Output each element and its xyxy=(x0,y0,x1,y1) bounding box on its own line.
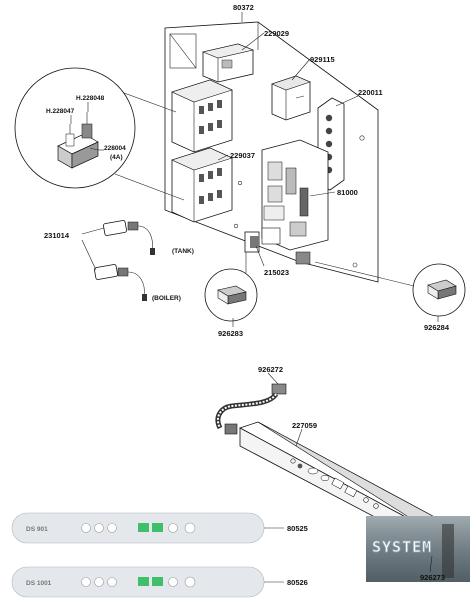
control-panel-ds901: DS 901 xyxy=(11,512,284,544)
label-228004-rating: (4A) xyxy=(110,154,123,161)
label-boiler: (BOILER) xyxy=(152,295,181,302)
probe-boiler xyxy=(81,239,147,301)
label-926273: 926273 xyxy=(420,573,445,582)
label-228004: 228004 xyxy=(104,145,126,152)
label-220011: 220011 xyxy=(358,88,383,97)
label-80525: 80525 xyxy=(287,524,308,533)
contactor-upper xyxy=(171,79,233,153)
label-80526: 80526 xyxy=(287,578,308,587)
label-929115: 929115 xyxy=(310,55,335,64)
ribbon-cable-926272 xyxy=(215,383,287,435)
connector-215023 xyxy=(244,227,311,265)
label-229029: 229029 xyxy=(264,29,289,38)
label-h228047: H.228047 xyxy=(46,108,75,115)
main-board xyxy=(164,21,379,283)
fuse-detail-circle xyxy=(14,67,185,201)
contactor-229037 xyxy=(171,147,233,223)
relay-229029 xyxy=(201,43,255,83)
label-227059: 227059 xyxy=(292,421,317,430)
label-80372: 80372 xyxy=(233,3,254,12)
control-panel-ds1001: DS 1001 xyxy=(11,566,284,598)
part-labels: 80372 229029 929115 220011 229037 81000 … xyxy=(44,3,450,587)
front-panel-227059 xyxy=(238,421,441,545)
label-h228048: H.228048 xyxy=(76,95,105,102)
label-926284: 926284 xyxy=(424,323,450,332)
label-926283: 926283 xyxy=(218,329,243,338)
watermark-text: SYSTEM xyxy=(372,538,432,556)
label-215023: 215023 xyxy=(264,268,289,277)
panel-label-ds1001: DS 1001 xyxy=(26,580,52,587)
leader-lines xyxy=(70,12,439,573)
label-231014: 231014 xyxy=(44,231,70,240)
panel-label-ds901: DS 901 xyxy=(26,526,48,533)
clip-detail-926283 xyxy=(204,252,258,322)
watermark: SYSTEM xyxy=(366,516,470,582)
clip-detail-926284 xyxy=(314,261,466,317)
label-926272: 926272 xyxy=(258,365,283,374)
relay-929115 xyxy=(271,75,311,121)
probe-tank xyxy=(81,220,155,255)
label-tank: (TANK) xyxy=(172,248,194,255)
label-229037: 229037 xyxy=(230,151,255,160)
label-81000: 81000 xyxy=(337,188,358,197)
